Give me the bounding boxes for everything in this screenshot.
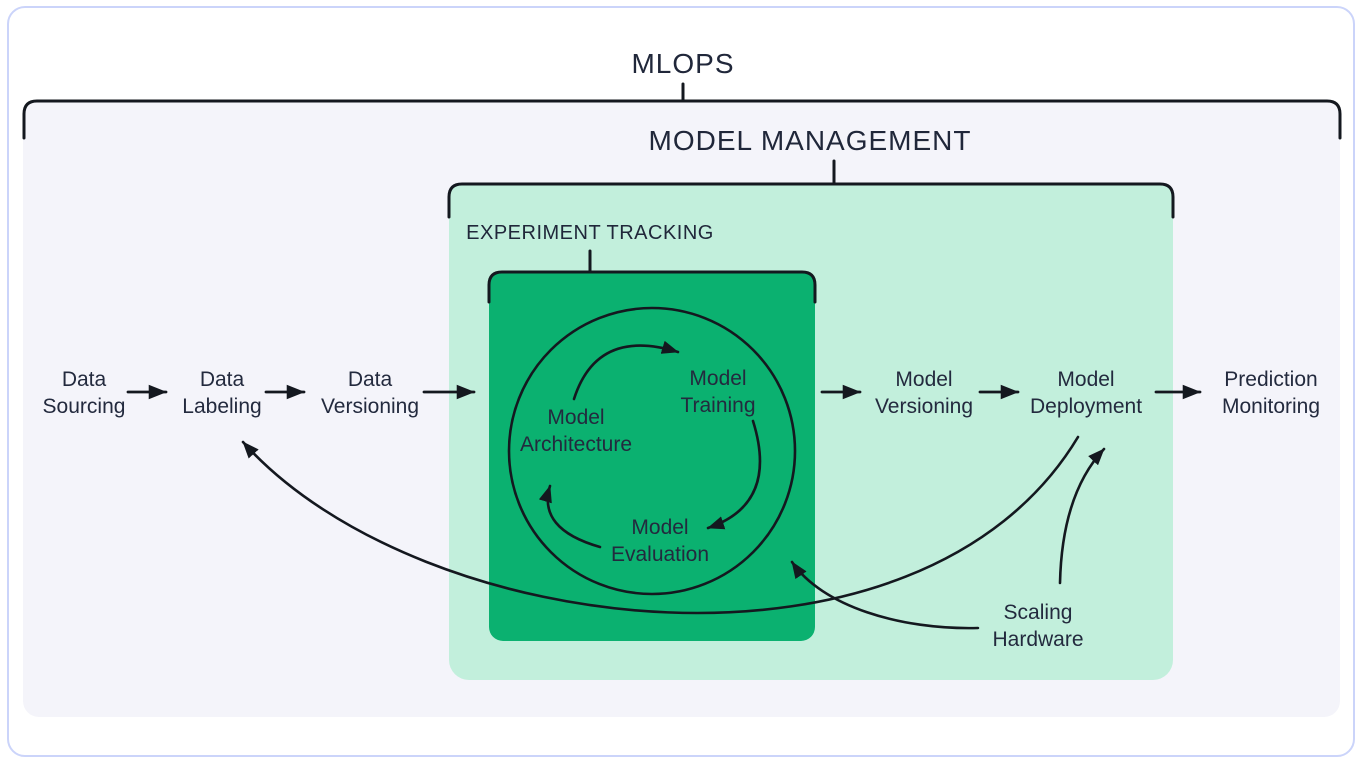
- node-label-line: Labeling: [182, 395, 262, 418]
- node-label-line: Data: [61, 368, 107, 391]
- node-label-line: Hardware: [992, 628, 1084, 651]
- node-data-versioning: Data Versioning: [321, 366, 419, 420]
- node-label-line: Evaluation: [610, 543, 710, 566]
- node-label-line: Versioning: [874, 395, 974, 418]
- node-label-line: Scaling: [1003, 601, 1073, 624]
- node-prediction-monitoring: Prediction Monitoring: [1222, 366, 1320, 420]
- node-label-line: Model: [1057, 368, 1115, 391]
- node-label-line: Data: [347, 368, 393, 391]
- node-label-line: Prediction: [1224, 368, 1318, 391]
- experiment-tracking-title: EXPERIMENT TRACKING: [466, 222, 714, 244]
- model-management-title: MODEL MANAGEMENT: [648, 125, 972, 156]
- node-label-line: Monitoring: [1221, 395, 1321, 418]
- node-model-deployment: Model Deployment: [1030, 366, 1142, 420]
- mlops-title: MLOPS: [631, 48, 735, 79]
- node-scaling-hardware: Scaling Hardware: [992, 599, 1083, 653]
- node-label-line: Training: [680, 394, 756, 417]
- node-label-line: Data: [199, 368, 245, 391]
- node-model-training: Model Training: [680, 365, 755, 419]
- node-label-line: Deployment: [1029, 395, 1143, 418]
- node-model-versioning: Model Versioning: [875, 366, 973, 420]
- node-label-line: Model: [895, 368, 953, 391]
- node-data-labeling: Data Labeling: [182, 366, 261, 420]
- node-label-line: Architecture: [519, 433, 633, 456]
- node-data-sourcing: Data Sourcing: [43, 366, 126, 420]
- node-label-line: Versioning: [320, 395, 420, 418]
- node-label-line: Sourcing: [42, 395, 126, 418]
- node-label-line: Model: [547, 406, 605, 429]
- node-model-architecture: Model Architecture: [520, 404, 632, 458]
- node-label-line: Model: [631, 516, 689, 539]
- node-label-line: Model: [689, 367, 747, 390]
- node-model-evaluation: Model Evaluation: [611, 514, 709, 568]
